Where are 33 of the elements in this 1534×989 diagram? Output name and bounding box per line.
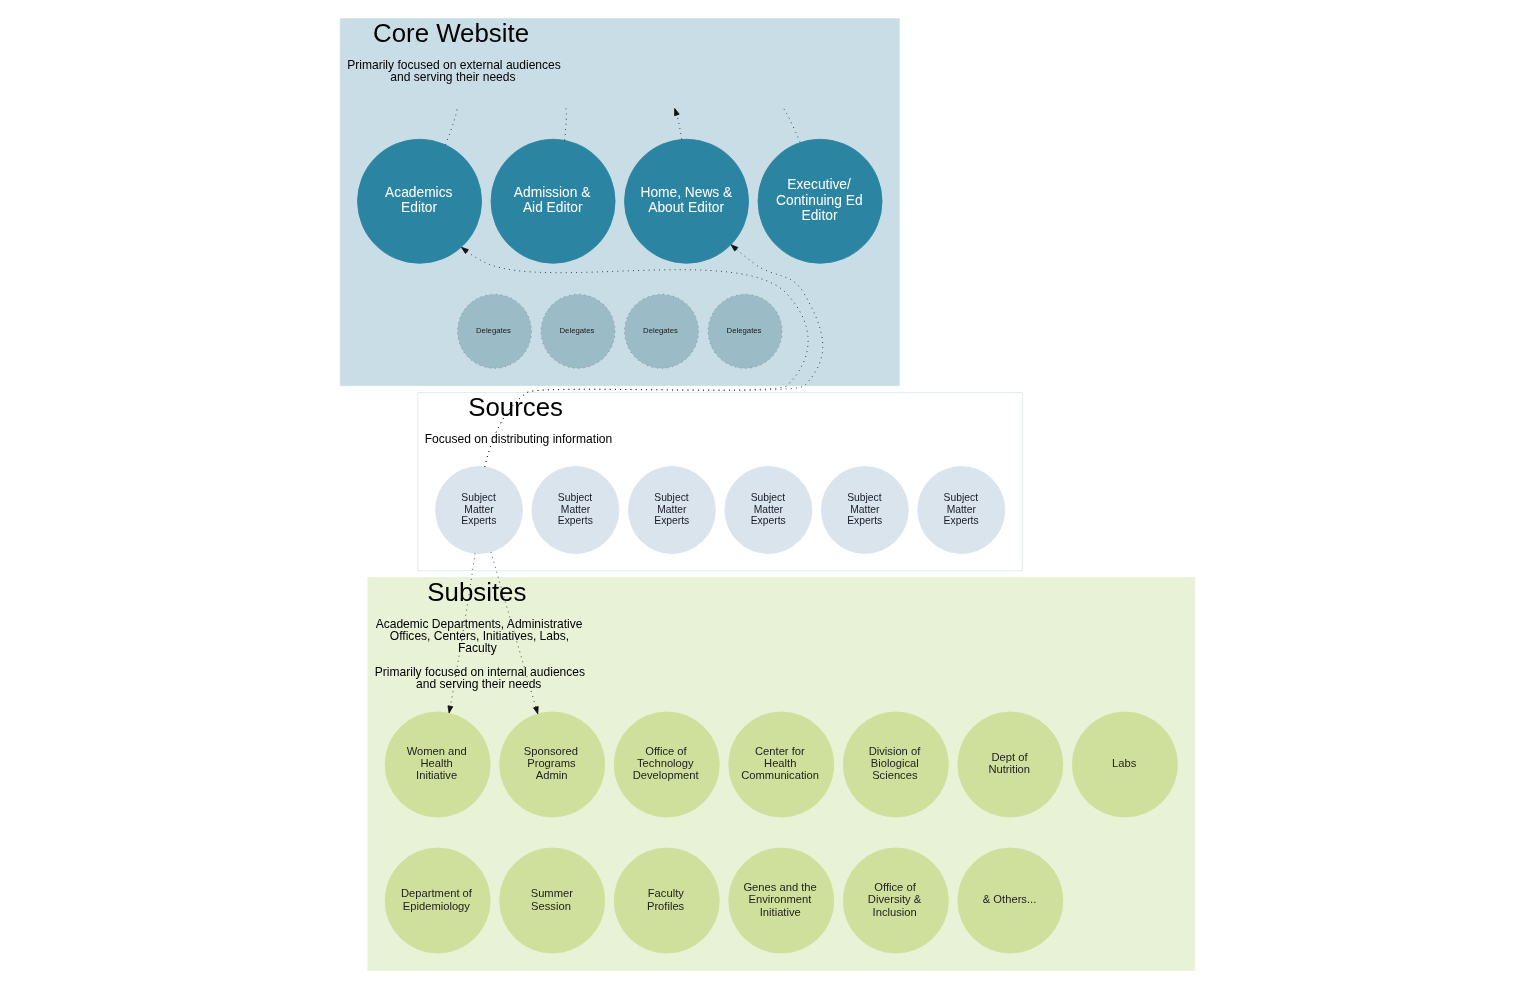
node-circle: Subject Matter Experts (434, 466, 523, 554)
node-circle: Faculty Profiles (613, 847, 720, 954)
node-circle: Summer Session (498, 847, 605, 954)
node-circle: Subject Matter Experts (723, 466, 812, 554)
arrow (447, 553, 475, 714)
node-circle: Subject Matter Experts (627, 466, 716, 554)
node-circle: Department of Epidemiology (384, 847, 491, 954)
node-circle: & Others... (956, 847, 1063, 954)
node-circle: Delegates (456, 293, 532, 369)
node-circle: Admission & Aid Editor (490, 138, 615, 264)
node-circle: Labs (1071, 711, 1178, 818)
node-circle: Center for Health Communication (727, 711, 834, 818)
node-circle: Sponsored Programs Admin (498, 711, 605, 818)
connector (444, 108, 457, 146)
node-circle: Genes and the Environment Initiative (727, 847, 834, 954)
node-circle: Executive/ Continuing Ed Editor (757, 138, 882, 264)
node-circle: Subject Matter Experts (916, 466, 1005, 554)
node-circle: Subject Matter Experts (820, 466, 909, 554)
node-circle: Office of Diversity & Inclusion (842, 847, 949, 954)
node-circle: Dept of Nutrition (956, 711, 1063, 818)
connector (782, 108, 801, 143)
node-circle: Delegates (623, 293, 699, 369)
arrow (490, 551, 539, 715)
node-circle: Delegates (540, 293, 615, 369)
node-circle: Subject Matter Experts (531, 466, 619, 554)
node-circle: Delegates (707, 293, 783, 369)
node-circle: Academics Editor (356, 138, 482, 264)
arrow (673, 108, 682, 140)
node-circle: Division of Biological Sciences (842, 711, 949, 818)
node-circle: Women and Health Initiative (384, 711, 491, 818)
node-circle: Home, News & About Editor (623, 138, 749, 264)
node-circle: Office of Technology Development (613, 711, 720, 818)
connector (563, 108, 567, 141)
